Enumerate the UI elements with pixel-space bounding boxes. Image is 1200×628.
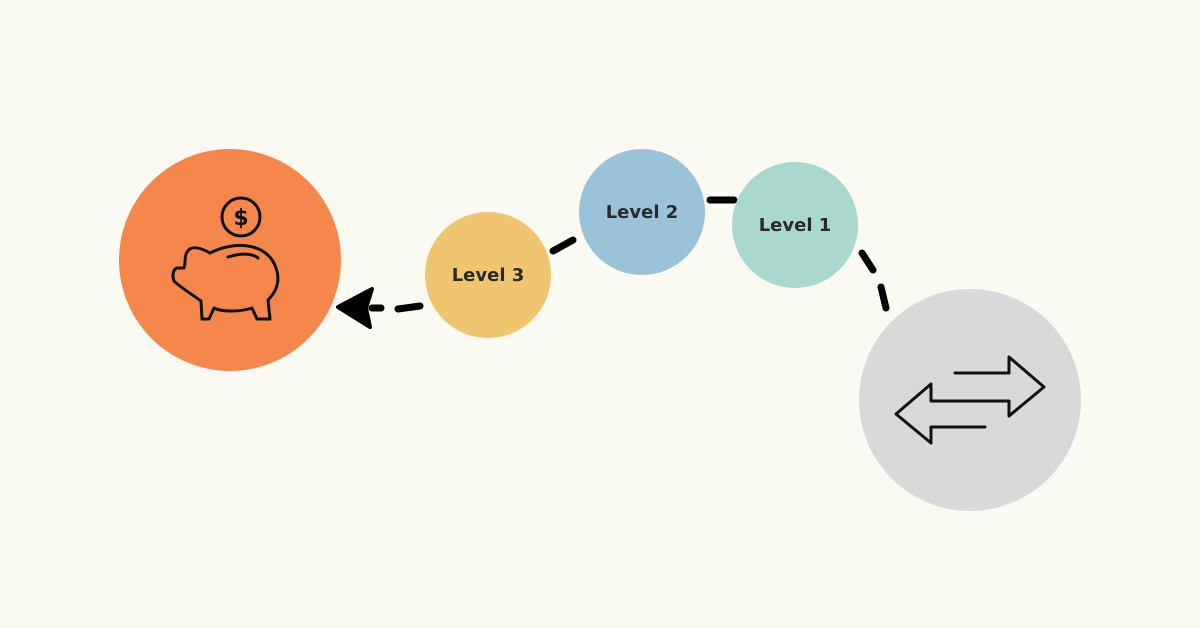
exchange-arrows-icon [894,355,1046,445]
piggy-bank-icon: $ [171,196,280,321]
svg-text:$: $ [233,206,248,231]
savings-node [119,149,341,371]
level-1-node: Level 1 [732,162,858,288]
level-3-node: Level 3 [425,212,551,338]
arrowhead-icon [336,287,374,329]
level-3-label: Level 3 [451,264,525,286]
connector-path [368,196,890,313]
level-2-node: Level 2 [579,149,705,275]
level-1-label: Level 1 [758,214,832,236]
level-2-label: Level 2 [605,201,679,223]
